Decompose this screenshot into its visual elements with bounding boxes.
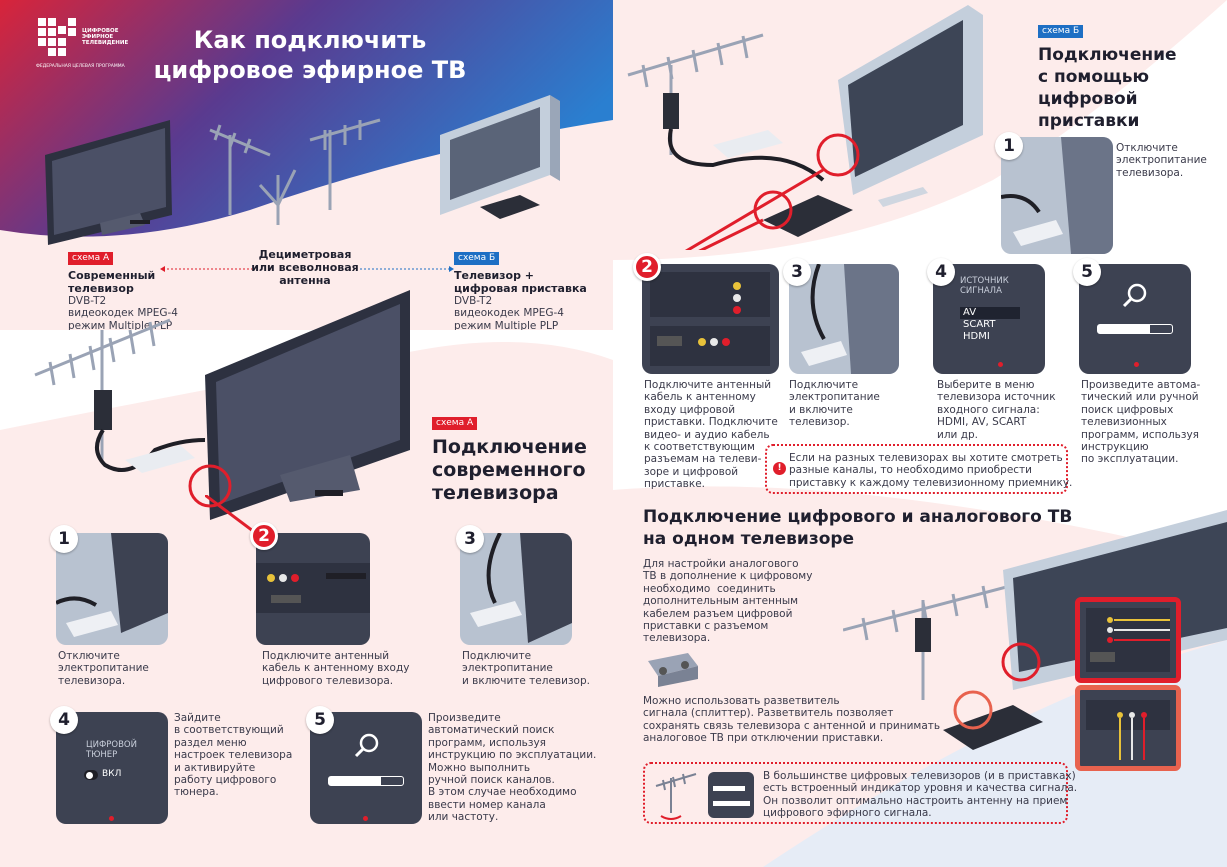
step-a5-text: Произведите автоматический поиск програм… bbox=[428, 712, 597, 824]
step-b5-text: Произведите автома- тический или ручной … bbox=[1081, 379, 1201, 466]
section-b-header: схема Б Подключение с помощью цифровой п… bbox=[1038, 18, 1177, 132]
tuner-title: ЦИФРОВОЙ ТЮНЕР bbox=[86, 740, 137, 760]
logo: ЦИФРОВОЕ ЭФИРНОЕ ТЕЛЕВИДЕНИЕ ФЕДЕРАЛЬНАЯ… bbox=[36, 14, 128, 69]
tuner-toggle[interactable] bbox=[84, 770, 98, 780]
step-b2-number: 2 bbox=[633, 253, 661, 281]
note-b-text: Если на разных телевизорах вы хотите смо… bbox=[789, 452, 1073, 489]
antenna-label: Дециметровая или всеволновая антенна bbox=[251, 248, 359, 287]
source-option-hdmi[interactable]: HDMI bbox=[963, 331, 990, 342]
source-option-scart[interactable]: SCART bbox=[963, 319, 996, 330]
step-b2-text: Подключите антенный кабель к антенному в… bbox=[644, 379, 778, 491]
section-a-title: Подключение современного телевизора bbox=[432, 436, 587, 504]
search-progress-bar bbox=[328, 776, 404, 786]
source-menu: AV SCART HDMI bbox=[960, 307, 1020, 343]
step-b4-panel: ИСТОЧНИК СИГНАЛА AV SCART HDMI bbox=[933, 264, 1045, 374]
step-a1-number: 1 bbox=[50, 525, 78, 553]
section-a-badge: схема А bbox=[432, 417, 478, 430]
step-a2-panel bbox=[256, 533, 370, 645]
page-title: Как подключить цифровое эфирное ТВ bbox=[153, 26, 467, 84]
note-c: В большинстве цифровых телевизоров (и в … bbox=[643, 762, 1077, 824]
header-illustrations bbox=[45, 95, 560, 245]
tuner-toggle-label: ВКЛ bbox=[102, 769, 122, 779]
step-a4-panel: ЦИФРОВОЙ ТЮНЕР ВКЛ bbox=[56, 712, 168, 824]
step-a3-number: 3 bbox=[456, 525, 484, 553]
section-b-illustration bbox=[627, 5, 983, 250]
yagi-antenna bbox=[843, 578, 1034, 700]
scheme-b-title: Телевизор + цифровая приставка bbox=[454, 269, 587, 295]
step-b3-text: Подключите электропитание и включите тел… bbox=[789, 379, 880, 429]
logo-text: ЦИФРОВОЕ ЭФИРНОЕ ТЕЛЕВИДЕНИЕ bbox=[82, 28, 129, 46]
section-b-badge: схема Б bbox=[1038, 25, 1084, 38]
section-c-text2: Можно использовать разветвитель сигнала … bbox=[643, 695, 941, 745]
step-b1-panel bbox=[1001, 137, 1113, 254]
note-c-text: В большинстве цифровых телевизоров (и в … bbox=[763, 770, 1078, 820]
power-led bbox=[998, 362, 1003, 367]
section-c-title: Подключение цифрового и аналогового ТВ н… bbox=[643, 507, 1073, 549]
step-a3-text: Подключите электропитание и включите тел… bbox=[462, 650, 590, 687]
source-option-av[interactable]: AV bbox=[960, 307, 1020, 319]
step-a1-text: Отключите электропитание телевизора. bbox=[58, 650, 149, 687]
step-b3-number: 3 bbox=[783, 258, 811, 286]
step-a4-number: 4 bbox=[50, 706, 78, 734]
power-led bbox=[363, 816, 368, 821]
splitter-icon bbox=[648, 653, 698, 687]
warning-icon: ! bbox=[773, 462, 786, 475]
step-b3-panel bbox=[789, 264, 899, 374]
step-b5-number: 5 bbox=[1073, 258, 1101, 286]
step-b1-text: Отключите электропитание телевизора. bbox=[1116, 142, 1207, 179]
search-icon bbox=[354, 733, 379, 758]
arrow-left bbox=[160, 266, 252, 272]
right-page: схема Б Подключение с помощью цифровой п… bbox=[613, 0, 1227, 867]
left-page: ЦИФРОВОЕ ЭФИРНОЕ ТЕЛЕВИДЕНИЕ ФЕДЕРАЛЬНАЯ… bbox=[0, 0, 613, 867]
section-a-header: схема А Подключение современного телевиз… bbox=[432, 410, 587, 505]
step-b1-number: 1 bbox=[995, 132, 1023, 160]
search-icon bbox=[1122, 283, 1147, 308]
power-led bbox=[1134, 362, 1139, 367]
section-c-text1: Для настройки аналогового ТВ в дополнени… bbox=[643, 558, 813, 645]
power-led bbox=[109, 816, 114, 821]
arrow-right bbox=[360, 266, 454, 272]
tv-ports-zoom bbox=[1075, 597, 1181, 683]
step-a2-number: 2 bbox=[250, 522, 278, 550]
modern-tv-illustration bbox=[45, 120, 172, 245]
antenna-illustration bbox=[209, 118, 381, 225]
scheme-b-badge: схема Б bbox=[454, 252, 500, 265]
search-progress-bar bbox=[1097, 324, 1173, 334]
box-ports-zoom bbox=[1075, 685, 1181, 771]
step-a2-text: Подключите антенный кабель к антенному в… bbox=[262, 650, 410, 687]
antenna-adjust-icon bbox=[655, 773, 697, 820]
logo-subtitle: ФЕДЕРАЛЬНАЯ ЦЕЛЕВАЯ ПРОГРАММА bbox=[36, 64, 125, 69]
step-b2-panel bbox=[642, 264, 779, 374]
step-b4-text: Выберите в меню телевизора источник вход… bbox=[937, 379, 1056, 441]
section-a-illustration bbox=[34, 290, 410, 520]
step-a3-panel bbox=[460, 533, 572, 645]
logo-icon bbox=[38, 18, 76, 56]
signal-indicator-icon bbox=[708, 772, 754, 818]
scheme-a-title: Современный телевизор bbox=[68, 269, 156, 295]
section-b-title: Подключение с помощью цифровой приставки bbox=[1038, 45, 1177, 131]
step-a4-text: Зайдите в соответствующий раздел меню на… bbox=[174, 712, 293, 799]
step-a5-number: 5 bbox=[306, 706, 334, 734]
scheme-b-block: схема Б Телевизор + цифровая приставка D… bbox=[454, 245, 587, 332]
scheme-a-block: схема А Современный телевизор DVB-T2 вид… bbox=[68, 245, 178, 332]
crt-tv-illustration bbox=[440, 95, 560, 219]
step-b4-number: 4 bbox=[927, 258, 955, 286]
step-b5-panel bbox=[1079, 264, 1191, 374]
scheme-b-specs: DVB-T2 видеокодек MPEG-4 режим Multiple … bbox=[454, 295, 564, 332]
step-a1-panel bbox=[56, 533, 168, 645]
note-b: ! Если на разных телевизорах вы хотите с… bbox=[765, 444, 1072, 494]
source-menu-title: ИСТОЧНИК СИГНАЛА bbox=[960, 276, 1009, 296]
scheme-a-badge: схема А bbox=[68, 252, 114, 265]
scheme-a-specs: DVB-T2 видеокодек MPEG-4 режим Multiple … bbox=[68, 295, 178, 332]
